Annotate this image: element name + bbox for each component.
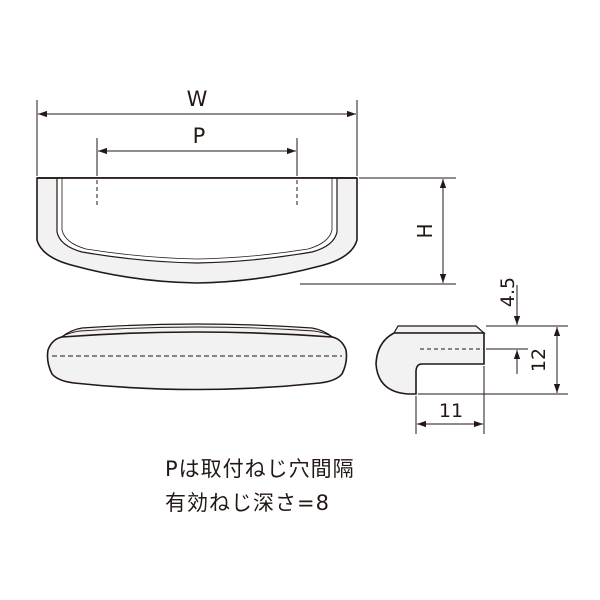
dimension-4-5: 4.5 (486, 277, 528, 374)
dimension-p-label: P (193, 124, 206, 148)
front-view-inner-line (61, 178, 333, 260)
dimension-11: 11 (415, 366, 485, 434)
front-view (36, 177, 358, 284)
side-view (375, 325, 486, 395)
dimension-11-label: 11 (439, 400, 463, 422)
dimension-12: 12 (418, 325, 568, 395)
dimension-h: H (300, 177, 456, 285)
side-view-body (375, 332, 485, 395)
bottom-view-ridge (57, 326, 337, 340)
dimension-p: P (96, 124, 298, 176)
dimension-w: W (36, 87, 358, 176)
dimension-12-label: 12 (528, 348, 550, 372)
note-thread-depth: 有効ねじ深さ=8 (165, 491, 330, 515)
bottom-view-body (46, 331, 348, 391)
front-view-inner-recess (56, 178, 338, 264)
bottom-view (46, 323, 348, 391)
note-pitch-definition: Pは取付ねじ穴間隔 (165, 457, 355, 481)
dimension-h-label: H (413, 223, 437, 238)
side-view-top-flange (392, 325, 486, 334)
dimension-4-5-label: 4.5 (497, 277, 519, 307)
dimension-w-label: W (187, 87, 208, 111)
